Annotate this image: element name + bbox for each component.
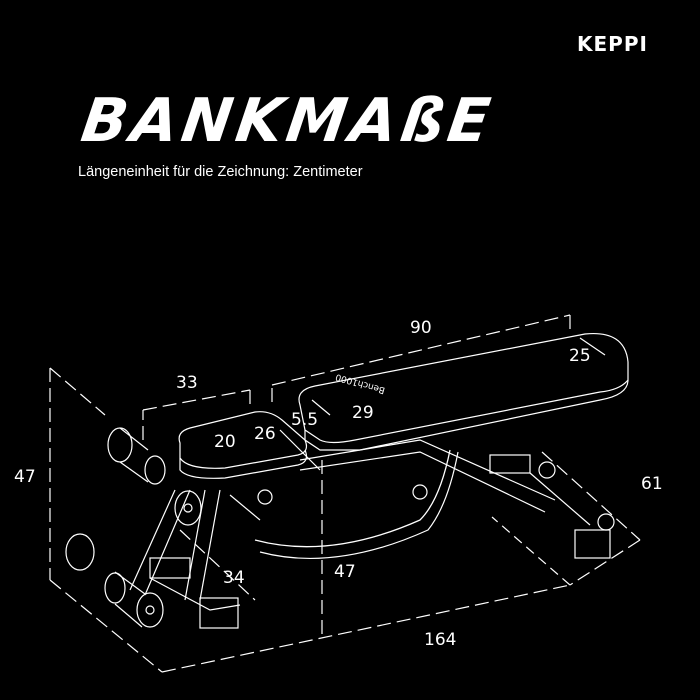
backrest (298, 332, 629, 451)
dimension-lines (49, 314, 641, 673)
dim-seat-height: 47 (334, 562, 356, 582)
seat (178, 411, 308, 479)
dim-front-foot: 34 (223, 568, 245, 588)
dim-seat-width: 20 (214, 432, 236, 452)
dim-total-length: 164 (424, 630, 457, 650)
frame (129, 429, 615, 629)
dim-total-height: 47 (14, 467, 36, 487)
dim-backrest-length: 90 (410, 318, 432, 338)
dim-total-width: 61 (641, 474, 663, 494)
foam-rollers (65, 427, 202, 628)
dim-gap: 5.5 (291, 410, 319, 430)
dim-backrest-end-width: 25 (569, 346, 591, 366)
dim-backrest-width: 29 (352, 403, 374, 423)
dim-leg-pad-length: 33 (176, 373, 198, 393)
dim-seat-length: 26 (254, 424, 276, 444)
unit-note: Längeneinheit für die Zeichnung: Zentime… (78, 164, 363, 180)
brand-logo: KEPPI (577, 32, 648, 56)
